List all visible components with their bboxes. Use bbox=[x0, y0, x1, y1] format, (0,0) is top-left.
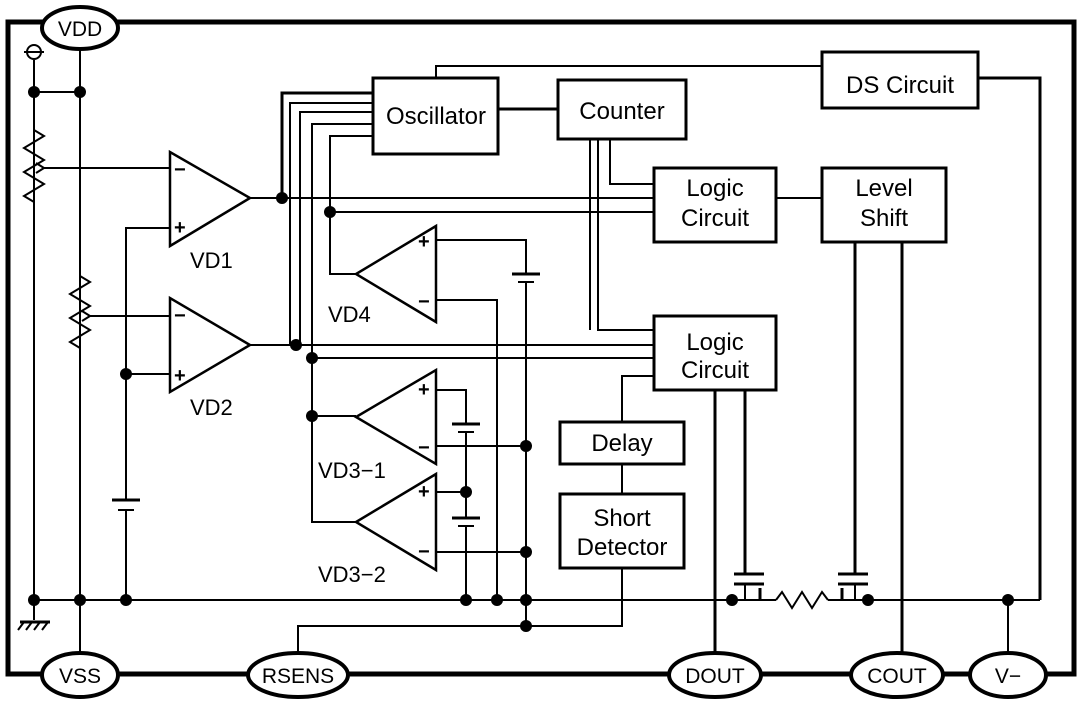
vd2-minus-sign: − bbox=[174, 305, 186, 327]
logic-circuit-1-line2: Circuit bbox=[681, 205, 749, 232]
wiring bbox=[33, 48, 1042, 654]
comparator-vd2: − + VD2 bbox=[168, 295, 253, 420]
pin-vdd-label: VDD bbox=[58, 18, 102, 41]
vd3-1-label: VD3−1 bbox=[318, 458, 386, 483]
short-detector-block: Short Detector bbox=[558, 492, 686, 570]
comparator-vd3-2: + − VD3−2 bbox=[318, 471, 438, 587]
vd2-plus-sign: + bbox=[174, 365, 186, 387]
pin-dout-label: DOUT bbox=[685, 665, 745, 688]
vd1-minus-sign: − bbox=[174, 159, 186, 181]
logic-circuit-1-line1: Logic bbox=[686, 175, 743, 202]
vd1-plus-sign: + bbox=[174, 217, 186, 239]
delay-block: Delay bbox=[558, 420, 686, 466]
pin-rsens-label: RSENS bbox=[262, 665, 334, 688]
short-detector-line2: Detector bbox=[577, 534, 668, 561]
vd3-2-minus-sign: − bbox=[418, 541, 430, 563]
battery-icons bbox=[112, 272, 540, 527]
pin-vss-label: VSS bbox=[59, 665, 101, 688]
logic-circuit-2-line2: Circuit bbox=[681, 357, 749, 384]
logic-circuit-2-line1: Logic bbox=[686, 329, 743, 356]
counter-label: Counter bbox=[579, 98, 664, 125]
pin-dout: DOUT bbox=[667, 651, 763, 699]
comparator-vd1: − + VD1 bbox=[168, 149, 253, 273]
level-shift-block: Level Shift bbox=[820, 166, 948, 244]
short-detector-line1: Short bbox=[593, 505, 651, 532]
vd1-label: VD1 bbox=[190, 248, 233, 273]
logic-circuit-1-block: Logic Circuit bbox=[652, 166, 778, 244]
logic-circuit-2-block: Logic Circuit bbox=[652, 314, 778, 392]
vd3-2-label: VD3−2 bbox=[318, 562, 386, 587]
comparator-vd4: + − VD4 bbox=[328, 223, 438, 327]
junction-dots bbox=[28, 86, 1014, 632]
level-shift-line1: Level bbox=[855, 175, 912, 202]
comparator-vd3-1: + − VD3−1 bbox=[318, 367, 438, 483]
oscillator-label: Oscillator bbox=[386, 103, 486, 130]
pin-rsens: RSENS bbox=[246, 651, 350, 699]
resistor-icons bbox=[22, 129, 92, 349]
ic-outline bbox=[5, 19, 1077, 677]
vd4-plus-sign: + bbox=[418, 231, 430, 253]
vd4-minus-sign: − bbox=[418, 291, 430, 313]
vd3-1-plus-sign: + bbox=[418, 379, 430, 401]
vd4-label: VD4 bbox=[328, 302, 371, 327]
mosfet-dout-icon bbox=[734, 572, 764, 600]
vd3-1-minus-sign: − bbox=[418, 437, 430, 459]
pin-vss: VSS bbox=[40, 651, 120, 699]
vd2-label: VD2 bbox=[190, 395, 233, 420]
ds-circuit-label: DS Circuit bbox=[846, 72, 954, 99]
level-shift-line2: Shift bbox=[860, 205, 908, 232]
vd3-2-plus-sign: + bbox=[418, 481, 430, 503]
pin-vdd: VDD bbox=[40, 5, 120, 51]
pin-vminus: V− bbox=[968, 651, 1048, 699]
pin-cout: COUT bbox=[849, 651, 945, 699]
pin-cout-label: COUT bbox=[867, 665, 927, 688]
mosfet-cout-icon bbox=[838, 572, 868, 600]
switch-icon bbox=[24, 44, 44, 60]
ground-icon bbox=[17, 620, 50, 631]
pin-vminus-label: V− bbox=[995, 665, 1021, 688]
oscillator-block: Oscillator bbox=[371, 76, 500, 156]
counter-block: Counter bbox=[556, 78, 688, 141]
ds-circuit-block: DS Circuit bbox=[820, 50, 980, 110]
delay-label: Delay bbox=[591, 430, 652, 457]
